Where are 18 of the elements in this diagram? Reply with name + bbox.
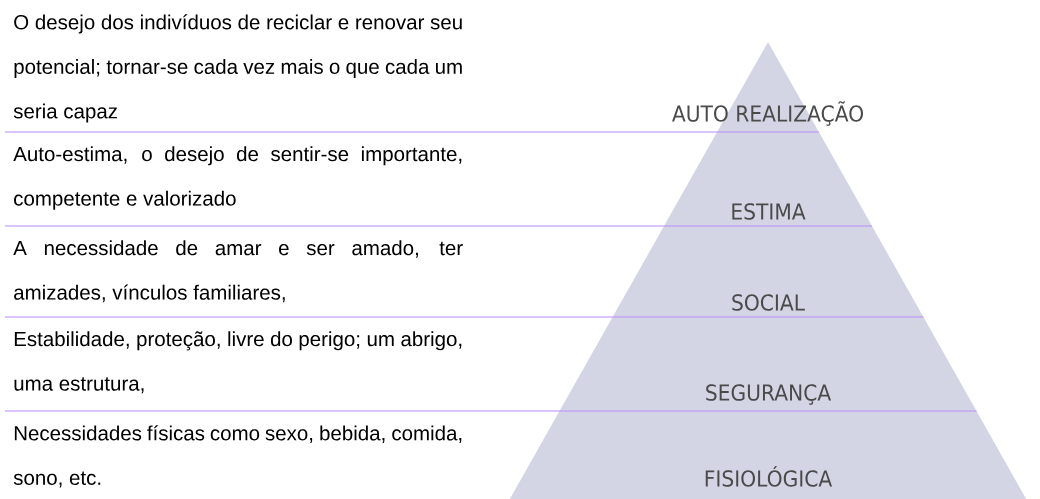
description-text: Estabilidade, proteção, livre do perigo; um abrigo, uma estrutura, [14, 331, 462, 394]
node-label: ESTIMA [732, 203, 806, 220]
description-text: A necessidade de amar e ser amado, ter amizades, vínculos familiares, [13, 240, 463, 303]
pyramid-level: AUTO REALIZAÇÃO [672, 42, 863, 135]
pyramid-level: FISIOLÓGICA [509, 411, 1027, 499]
pyramid-level: SOCIAL [611, 226, 925, 320]
leader-line [4, 131, 820, 133]
leader-line [4, 316, 924, 318]
description-text: Necessidades físicas como sexo, bebida, comida, sono, etc. [13, 425, 462, 488]
node-label: FISIOLÓGICA [705, 466, 833, 487]
description-text: O desejo dos indivíduos de reciclar e renovar seu potencial; tornar-se cada vez mais o que cada um seria capaz [13, 14, 462, 123]
leader-line [4, 410, 978, 412]
node-label: AUTO REALIZAÇÃO [672, 101, 863, 126]
node-label: SEGURANÇA [706, 384, 832, 405]
node-label: SOCIAL [732, 294, 805, 311]
leader-line [4, 225, 873, 227]
description-text: Auto-estima, o desejo de sentir-se importante, competente e valorizado [13, 146, 462, 210]
pyramid-level: SEGURANÇA [558, 317, 978, 414]
